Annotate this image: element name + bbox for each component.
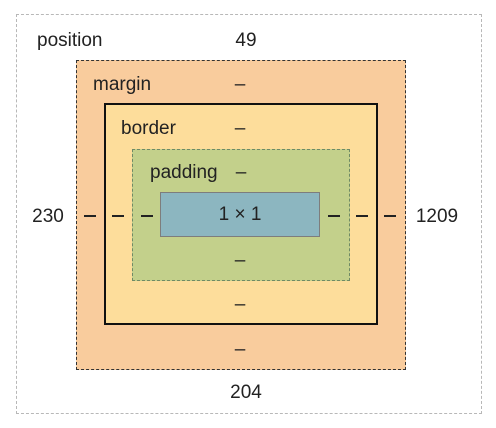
position-top-value[interactable]: 49 <box>235 30 257 51</box>
position-label: position <box>37 30 103 51</box>
border-left-value[interactable] <box>112 215 124 217</box>
padding-bottom-value[interactable]: – <box>234 250 246 271</box>
padding-right-value[interactable] <box>328 215 340 217</box>
margin-bottom-value[interactable]: – <box>234 339 246 360</box>
margin-top-value[interactable]: – <box>234 74 246 95</box>
border-right-value[interactable] <box>356 215 368 217</box>
border-label: border <box>121 118 176 139</box>
position-bottom-value[interactable]: 204 <box>230 382 262 403</box>
padding-label: padding <box>150 162 218 183</box>
border-top-value[interactable]: – <box>234 118 246 139</box>
margin-label: margin <box>93 74 152 95</box>
border-bottom-value[interactable]: – <box>234 294 246 315</box>
position-right-value[interactable]: 1209 <box>415 206 459 227</box>
position-left-value[interactable]: 230 <box>32 206 64 227</box>
margin-left-value[interactable] <box>84 215 96 217</box>
content-box[interactable]: 1 × 1 <box>160 192 320 237</box>
content-size: 1 × 1 <box>218 204 262 225</box>
padding-left-value[interactable] <box>141 215 153 217</box>
padding-top-value[interactable]: – <box>235 162 247 183</box>
margin-right-value[interactable] <box>384 215 396 217</box>
